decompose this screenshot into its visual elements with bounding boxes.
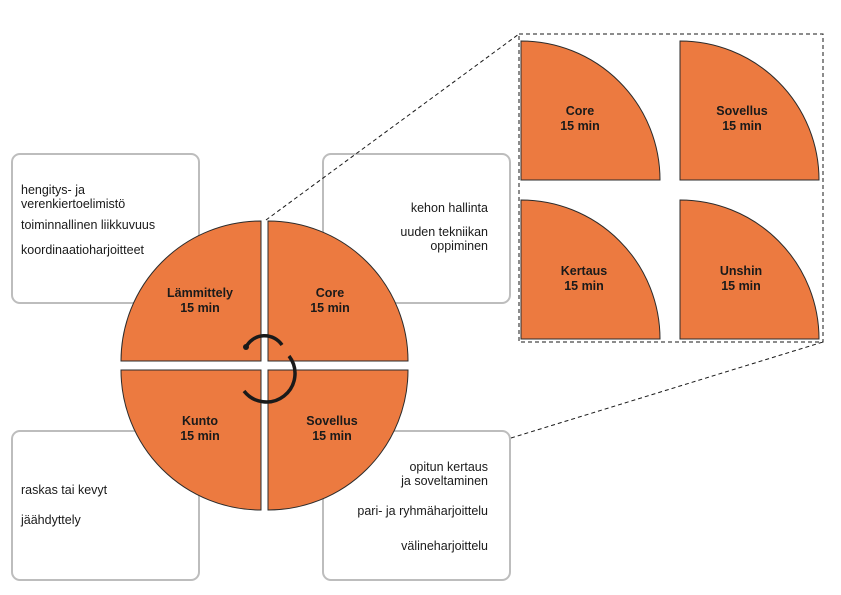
detail-line: jäähdyttely [21,513,81,527]
zoom-quarter-duration: 15 min [722,119,762,133]
zoom-quarter-name: Sovellus [716,104,767,118]
zoom-quarter-duration: 15 min [721,279,761,293]
zoom-connector-bottom [510,341,824,439]
zoom-panel-quarter: Sovellus 15 min [679,40,820,181]
zoom-panel-quarter: Kertaus 15 min [520,199,661,340]
quarter-lammittely: Lämmittely 15 min [120,220,262,362]
zoom-panel-quarter: Core 15 min [520,40,661,181]
quarter-duration: 15 min [180,429,220,443]
detail-line: kehon hallinta [410,201,488,215]
detail-line: opitun kertaus ja soveltaminen [401,460,488,488]
detail-line: uuden tekniikan oppiminen [400,225,488,253]
detail-line: koordinaatioharjoitteet [21,243,144,257]
detail-line: toiminnallinen liikkuvuus [21,218,156,232]
quarter-kunto: Kunto 15 min [120,369,262,511]
quarter-duration: 15 min [312,429,352,443]
quarter-core: Core 15 min [267,220,409,362]
quarter-name: Sovellus [306,414,357,428]
box-lammittely-details: hengitys- ja verenkiertoelimistö toiminn… [11,153,200,304]
zoom-quarter-duration: 15 min [564,279,604,293]
detail-line: hengitys- ja verenkiertoelimistö [21,183,126,211]
zoom-panel-quarter: Unshin 15 min [679,199,820,340]
cycle-arrows-icon [242,334,297,404]
detail-line: raskas tai kevyt [21,483,108,497]
quarter-name: Lämmittely [167,286,233,300]
quarter-name: Kunto [182,414,218,428]
zoom-connector-top [265,33,520,221]
box-kunto-details: raskas tai kevyt jäähdyttely [11,430,200,581]
zoom-quarter-name: Kertaus [561,264,608,278]
zoom-quarter-duration: 15 min [560,119,600,133]
quarter-duration: 15 min [310,301,350,315]
detail-line: välineharjoittelu [401,539,488,553]
detail-line: pari- ja ryhmäharjoittelu [357,504,488,518]
zoom-quarter-name: Unshin [720,264,762,278]
quarter-sovellus: Sovellus 15 min [267,369,409,511]
zoom-quarter-name: Core [566,104,595,118]
quarter-duration: 15 min [180,301,220,315]
quarter-name: Core [316,286,345,300]
